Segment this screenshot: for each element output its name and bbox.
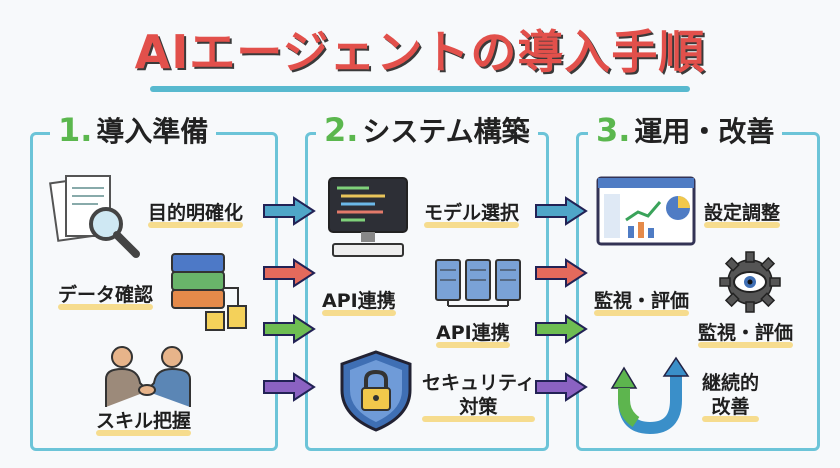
- arrow-green-1: [262, 314, 316, 344]
- section-number-1: 1.: [58, 111, 93, 149]
- title-underline: [150, 86, 690, 92]
- arrow-red-1: [262, 258, 316, 288]
- shield-lock-icon: [336, 348, 416, 434]
- arrow-purple-2: [534, 372, 588, 402]
- item-label-improve: 継続的改善: [702, 372, 760, 422]
- section-title-2: システム構築: [362, 115, 530, 148]
- item-label-monitor-2: 監視・評価: [698, 322, 794, 348]
- item-label-config: 設定調整: [704, 202, 781, 228]
- page-title: AIエージェントの導入手順: [134, 25, 706, 79]
- item-label-data-check: データ確認: [58, 284, 154, 310]
- cycle-arrow-icon: [606, 350, 690, 434]
- dashboard-chart-icon: [596, 176, 696, 248]
- item-label-api-1: API連携: [322, 290, 396, 316]
- documents-magnifier-icon: [48, 172, 144, 260]
- item-label-security: セキュリティ対策: [422, 372, 535, 422]
- arrow-blue-2: [534, 196, 588, 226]
- section-title-1: 導入準備: [96, 115, 209, 148]
- section-title-3: 運用・改善: [634, 115, 775, 148]
- database-stack-icon: [166, 248, 252, 334]
- section-heading-3: 3. 運用・改善: [588, 110, 783, 150]
- item-label-api-2: API連携: [436, 322, 510, 348]
- item-label-monitor-1: 監視・評価: [594, 290, 690, 316]
- arrow-blue-1: [262, 196, 316, 226]
- arrow-purple-1: [262, 372, 316, 402]
- item-label-goal: 目的明確化: [148, 202, 244, 228]
- section-heading-1: 1. 導入準備: [50, 110, 217, 150]
- server-rack-icon: [432, 256, 524, 308]
- handshake-icon: [100, 345, 196, 409]
- section-heading-2: 2. システム構築: [316, 110, 538, 150]
- item-label-skills: スキル把握: [96, 410, 192, 436]
- arrow-green-2: [534, 314, 588, 344]
- gear-eye-icon: [718, 250, 782, 314]
- computer-code-icon: [325, 174, 411, 260]
- section-number-2: 2.: [324, 111, 359, 149]
- arrow-red-2: [534, 258, 588, 288]
- section-number-3: 3.: [596, 111, 631, 149]
- item-label-model: モデル選択: [424, 202, 520, 228]
